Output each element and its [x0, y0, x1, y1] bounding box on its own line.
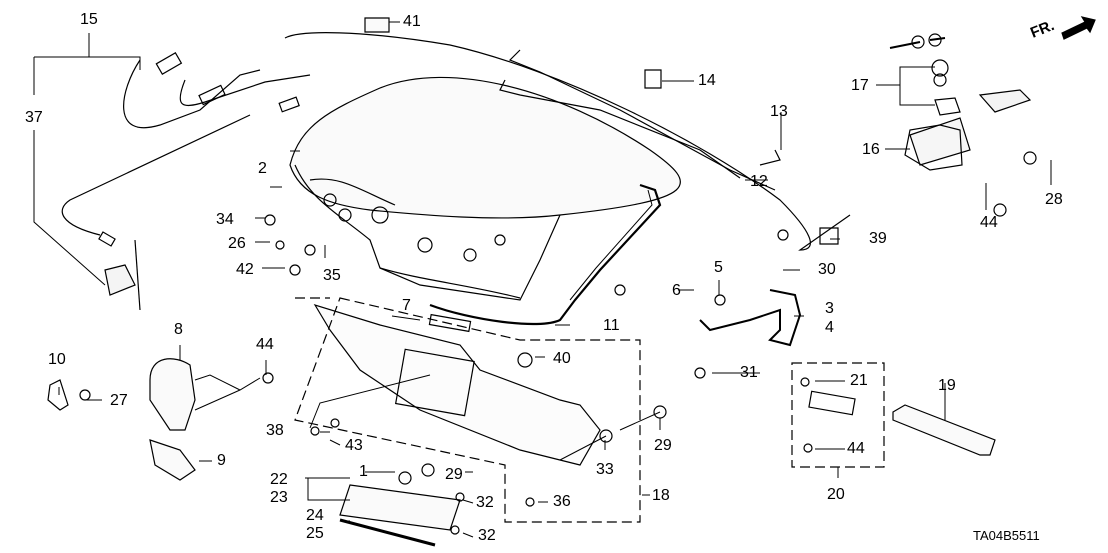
front-direction-arrow	[1062, 17, 1095, 39]
callout-8[interactable]: 8	[174, 321, 183, 338]
callout-27[interactable]: 27	[110, 392, 128, 409]
callout-5[interactable]: 5	[714, 259, 723, 276]
callout-32-lower[interactable]: 32	[478, 527, 496, 544]
callout-4[interactable]: 4	[825, 319, 834, 336]
group-box-18	[295, 298, 640, 522]
callout-33[interactable]: 33	[596, 461, 614, 478]
diagram-code: TA04B5511	[973, 528, 1040, 543]
callout-14[interactable]: 14	[698, 72, 716, 89]
weatherstrip	[430, 185, 660, 324]
callout-28[interactable]: 28	[1045, 191, 1063, 208]
callout-42[interactable]: 42	[236, 261, 254, 278]
callout-13[interactable]: 13	[770, 103, 788, 120]
callout-38[interactable]: 38	[266, 422, 284, 439]
callout-44-light[interactable]: 44	[847, 440, 865, 457]
callout-22[interactable]: 22	[270, 471, 288, 488]
callout-29-right[interactable]: 29	[654, 437, 672, 454]
callout-11[interactable]: 11	[603, 317, 620, 334]
callout-1[interactable]: 1	[359, 463, 368, 480]
callout-16[interactable]: 16	[862, 141, 880, 158]
callout-21[interactable]: 21	[850, 372, 868, 389]
callout-39[interactable]: 39	[869, 230, 887, 247]
callout-41[interactable]: 41	[403, 13, 421, 30]
callout-34[interactable]: 34	[216, 211, 234, 228]
callout-3[interactable]: 3	[825, 300, 834, 317]
callout-43[interactable]: 43	[345, 437, 363, 454]
callout-6[interactable]: 6	[672, 282, 681, 299]
leader-lines	[34, 22, 1051, 537]
callout-40[interactable]: 40	[553, 350, 571, 367]
opener-cable	[62, 33, 850, 310]
callout-20[interactable]: 20	[827, 486, 845, 503]
callout-23[interactable]: 23	[270, 489, 288, 506]
callout-7[interactable]: 7	[402, 297, 411, 314]
torsion-bars	[500, 50, 780, 190]
callout-44-latch[interactable]: 44	[980, 214, 998, 231]
callout-15[interactable]: 15	[80, 11, 98, 28]
callout-44-bracket[interactable]: 44	[256, 336, 274, 353]
fasteners	[80, 18, 1036, 534]
callout-29-left[interactable]: 29	[445, 466, 463, 483]
callout-26[interactable]: 26	[228, 235, 246, 252]
latch-bracket	[48, 359, 195, 480]
callout-37[interactable]: 37	[25, 109, 43, 126]
trunk-latch	[905, 60, 1030, 170]
license-light-cover	[893, 405, 995, 455]
callout-19[interactable]: 19	[938, 377, 956, 394]
callout-10[interactable]: 10	[48, 351, 66, 368]
trunk-emblem-bar	[340, 485, 460, 545]
trunk-hinge	[700, 290, 800, 345]
callout-24[interactable]: 24	[306, 507, 324, 524]
keys	[890, 34, 945, 48]
trunk-lid	[290, 77, 680, 300]
callout-30[interactable]: 30	[818, 261, 836, 278]
callout-35[interactable]: 35	[323, 267, 341, 284]
callout-25[interactable]: 25	[306, 525, 324, 542]
callout-9[interactable]: 9	[217, 452, 226, 469]
callout-18[interactable]: 18	[652, 487, 670, 504]
trunk-garnish	[315, 305, 600, 465]
callout-17[interactable]: 17	[851, 77, 869, 94]
callout-32-upper[interactable]: 32	[476, 494, 494, 511]
callout-31[interactable]: 31	[740, 364, 758, 381]
callout-2[interactable]: 2	[258, 160, 267, 177]
callout-36[interactable]: 36	[553, 493, 571, 510]
callout-12[interactable]: 12	[750, 173, 768, 190]
